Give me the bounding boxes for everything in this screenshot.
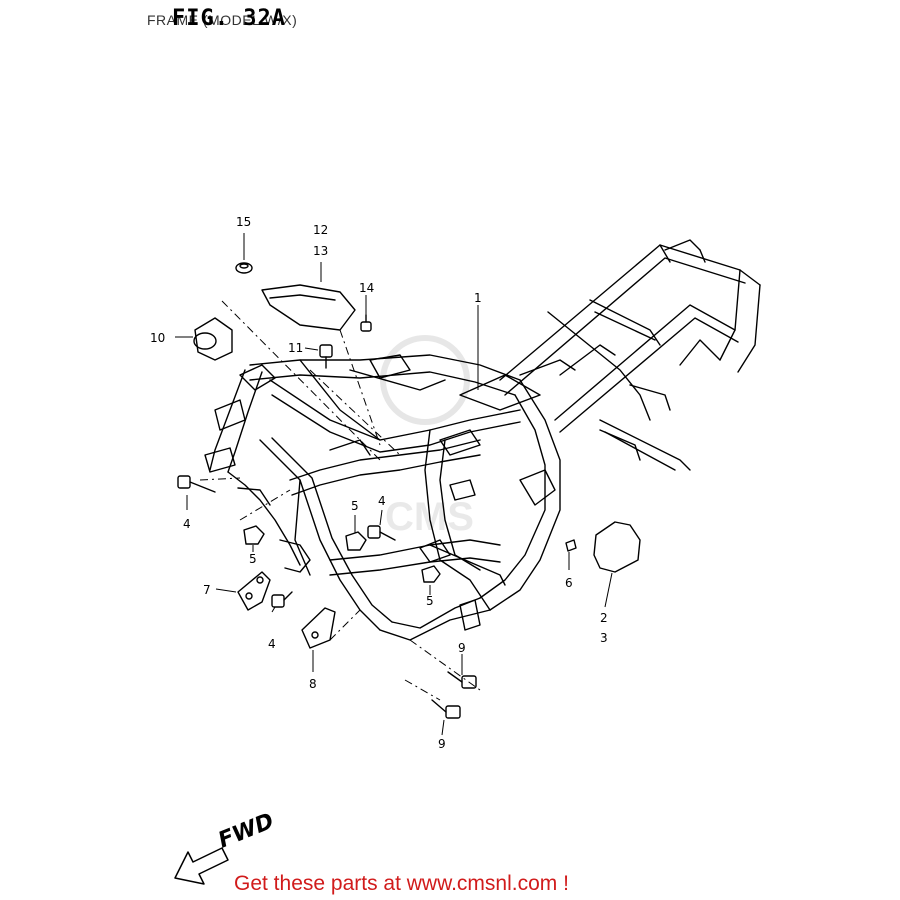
fwd-label: FWD [215,809,278,854]
callout-8: 8 [309,677,317,691]
frame-head-pipe [204,364,311,573]
callout-9-upper: 9 [458,641,466,655]
part-bolt-4-lower [271,591,293,608]
part-bolt-4-center [367,525,396,541]
part-bracket-10 [193,317,233,361]
callout-11: 11 [288,341,303,355]
part-nut-5-right [421,565,441,583]
callout-10: 10 [150,331,165,345]
part-plate-8 [301,607,336,649]
part-screw-14 [360,314,372,332]
callout-5-center: 5 [351,499,359,513]
callout-14: 14 [359,281,374,295]
figure-label: FIG. 32A [172,6,286,31]
frame-main-spars [209,354,561,641]
callout-15: 15 [236,215,251,229]
frame-gussets [329,344,641,631]
part-bolt-9-lower [431,699,461,719]
callout-3: 3 [600,631,608,645]
part-grommet-15 [235,262,253,274]
callout-4-lower: 4 [268,637,276,651]
leader-lines [175,233,613,736]
part-bolt-4-upper [177,475,216,493]
callout-7: 7 [203,583,211,597]
part-clip-6 [565,539,577,552]
callout-5-right: 5 [426,594,434,608]
callout-12: 12 [313,223,328,237]
part-nut-5-center [345,531,367,551]
callout-numbers: 1 2 3 4 4 4 5 5 5 6 7 8 9 9 10 11 12 13 … [150,215,608,751]
callout-6: 6 [565,576,573,590]
diagram-caption: FRAME (MODEL W/X) [147,12,298,28]
callout-13: 13 [313,244,328,258]
callout-9-lower: 9 [438,737,446,751]
footer-link-text[interactable]: Get these parts at www.cmsnl.com ! [234,872,569,895]
part-bolt-11 [319,344,333,369]
callout-1: 1 [474,291,482,305]
part-bolt-9-upper [447,671,477,689]
callout-5-left: 5 [249,552,257,566]
frame-rear-subframe [499,239,761,471]
part-plate-7 [237,571,271,611]
callout-2: 2 [600,611,608,625]
part-cover-12-13 [261,284,356,331]
part-side-cover-2-3 [593,521,641,573]
part-nut-5-left [243,525,265,545]
callout-4-center: 4 [378,494,386,508]
callout-4-upper: 4 [183,517,191,531]
